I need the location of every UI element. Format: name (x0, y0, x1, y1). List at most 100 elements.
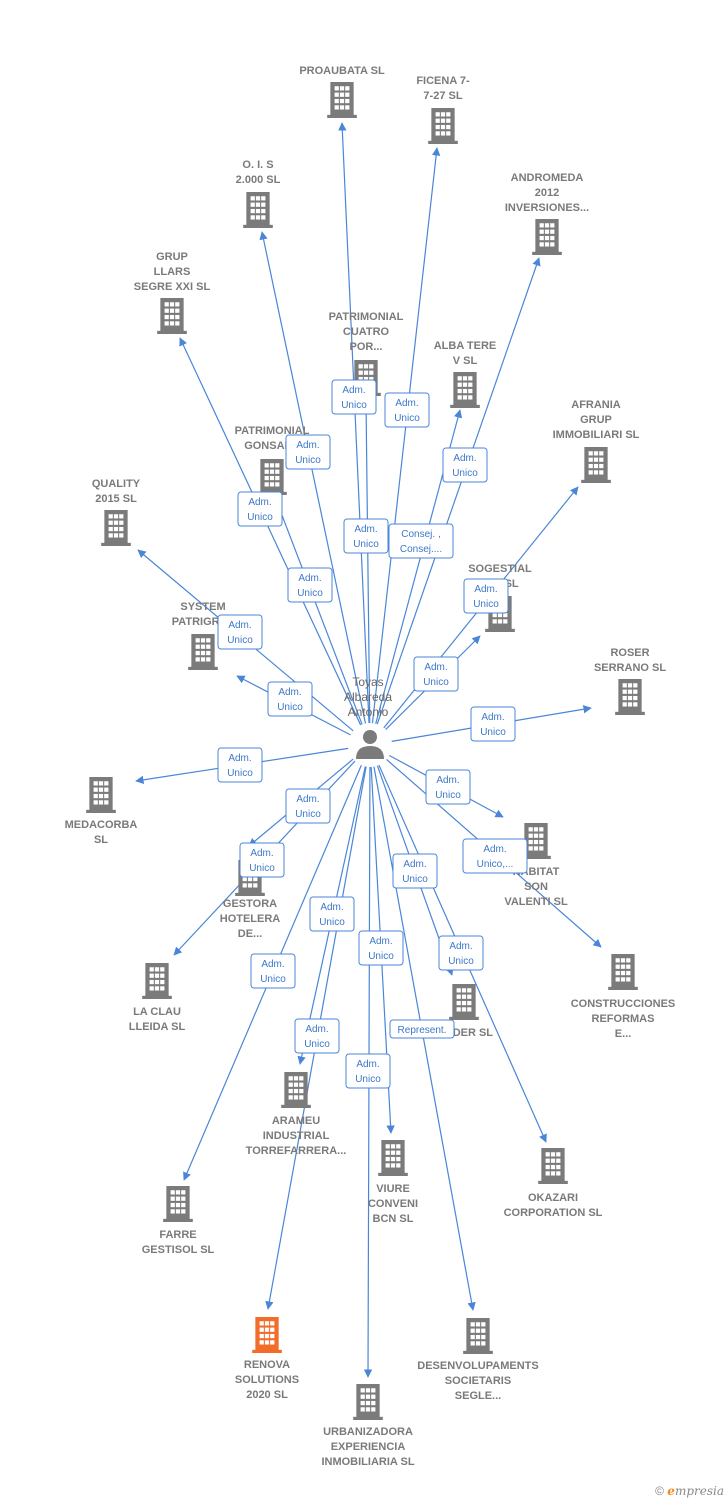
company-label-line: HOTELERA (220, 913, 281, 925)
relation-label-habitat[interactable]: Adm.Unico (425, 769, 471, 805)
building-icon (450, 372, 480, 408)
relation-box (267, 681, 313, 717)
company-label-line: PATRIMONIAL (235, 425, 310, 437)
building-icon (449, 984, 479, 1020)
relation-text: Adm. (228, 620, 251, 631)
relation-text: Unico (227, 768, 253, 779)
relation-label-medacorba[interactable]: Adm.Unico (217, 747, 263, 783)
company-label-line: URBANIZADORA (323, 1426, 413, 1438)
relation-label-construcciones[interactable]: Adm.Unico,... (462, 838, 528, 874)
company-label-line: ANDROMEDA (511, 172, 584, 184)
relation-text: Consej.... (400, 544, 442, 555)
company-label-line: SEGLE... (455, 1390, 501, 1402)
relation-box (285, 788, 331, 824)
relation-label-desenvolupaments[interactable]: Represent. (389, 1019, 455, 1039)
relation-label-viure[interactable]: Adm.Unico (358, 930, 404, 966)
relation-label-oder[interactable]: Adm.Unico (392, 853, 438, 889)
relation-label-alba-tere[interactable]: Adm.Unico (442, 447, 488, 483)
company-node-ficena[interactable]: FICENA 7-7-27 SL (416, 75, 470, 144)
relation-box (345, 1053, 391, 1089)
building-icon (532, 219, 562, 255)
relation-text: Unico (227, 635, 253, 646)
company-node-construcciones[interactable]: CONSTRUCCIONESREFORMASE... (571, 954, 676, 1040)
relation-text: Adm. (403, 859, 426, 870)
company-label-line: DE... (238, 928, 262, 940)
company-node-andromeda[interactable]: ANDROMEDA2012INVERSIONES... (505, 172, 589, 255)
relation-text: Adm. (296, 440, 319, 451)
relation-text: Adm. (436, 775, 459, 786)
relation-label-okazari[interactable]: Adm.Unico (438, 935, 484, 971)
company-node-gestora[interactable]: GESTORAHOTELERADE... (220, 860, 281, 940)
relation-label-renova[interactable]: Adm.Unico (309, 896, 355, 932)
company-label-line: QUALITY (92, 478, 141, 490)
relation-box (239, 842, 285, 878)
relation-label-ois[interactable]: Adm.Unico (285, 434, 331, 470)
relation-label-patrimonial-gonsans[interactable]: Adm.Unico (287, 567, 333, 603)
company-label-line: AFRANIA (571, 399, 621, 411)
relation-text: Adm. (424, 662, 447, 673)
center-name-line: Albareda (344, 690, 392, 704)
relation-text: Adm. (305, 1024, 328, 1035)
relation-label-proaubata[interactable]: Adm.Unico (331, 379, 377, 415)
relation-label-patrimonial-cuatro[interactable]: Adm.Unico (343, 518, 389, 554)
building-icon (327, 82, 357, 118)
relation-label-andromeda[interactable]: Consej. ,Consej.... (388, 523, 454, 559)
building-icon (463, 1318, 493, 1354)
relation-box (309, 896, 355, 932)
edge-patrimonial-gonsans (273, 496, 363, 725)
relation-label-system-patrigrep[interactable]: Adm.Unico (267, 681, 313, 717)
company-label-line: GESTISOL SL (142, 1244, 215, 1256)
company-label-line: LLARS (154, 266, 191, 278)
relation-box (287, 567, 333, 603)
company-label-line: ARAMEU (272, 1115, 320, 1127)
relation-label-quality[interactable]: Adm. Unico (217, 614, 263, 650)
company-label-line: SL (94, 834, 108, 846)
relation-text: Unico (452, 468, 478, 479)
relation-label-roser[interactable]: Adm.Unico (470, 706, 516, 742)
relation-label-afrania[interactable]: Adm.Unico (463, 578, 509, 614)
relation-text: Unico (260, 974, 286, 985)
relation-label-ficena[interactable]: Adm.Unico (384, 392, 430, 428)
relation-text: Unico (249, 863, 275, 874)
relation-text: Adm. (481, 712, 504, 723)
relation-label-sogestial[interactable]: Adm.Unico (413, 656, 459, 692)
footer-brand[interactable]: © empresia (655, 1484, 724, 1498)
company-node-medacorba[interactable]: MEDACORBA SL (65, 777, 138, 846)
relation-label-arameu[interactable]: Adm. Unico (294, 1018, 340, 1054)
relation-text: Represent. (398, 1025, 447, 1036)
company-label-line: TORREFARRERA... (246, 1145, 347, 1157)
relation-text: Unico (304, 1039, 330, 1050)
relation-label-farre[interactable]: Adm.Unico (250, 953, 296, 989)
relation-label-urbanizadora[interactable]: Adm.Unico (345, 1053, 391, 1089)
company-node-patrimonial-cuatro[interactable]: PATRIMONIALCUATROPOR... (329, 311, 404, 396)
company-label-line: MEDACORBA (65, 819, 138, 831)
company-node-desenvolupaments[interactable]: DESENVOLUPAMENTSSOCIETARISSEGLE... (417, 1318, 539, 1402)
relation-text: Unico (247, 512, 273, 523)
company-node-proaubata[interactable]: PROAUBATA SL (299, 65, 385, 118)
company-node-arameu[interactable]: ARAMEUINDUSTRIALTORREFARRERA... (246, 1072, 347, 1157)
relation-box (358, 930, 404, 966)
building-icon (257, 459, 287, 495)
relation-label-grup-llars[interactable]: Adm.Unico (237, 491, 283, 527)
company-node-ois[interactable]: O. I. S2.000 SL (236, 159, 281, 228)
center-name-line: Antonio (348, 705, 389, 719)
building-icon (428, 108, 458, 144)
relation-label-la-clau[interactable]: Adm.Unico (239, 842, 285, 878)
company-label-line: EXPERIENCIA (331, 1441, 406, 1453)
relation-label-gestora[interactable]: Adm.Unico (285, 788, 331, 824)
